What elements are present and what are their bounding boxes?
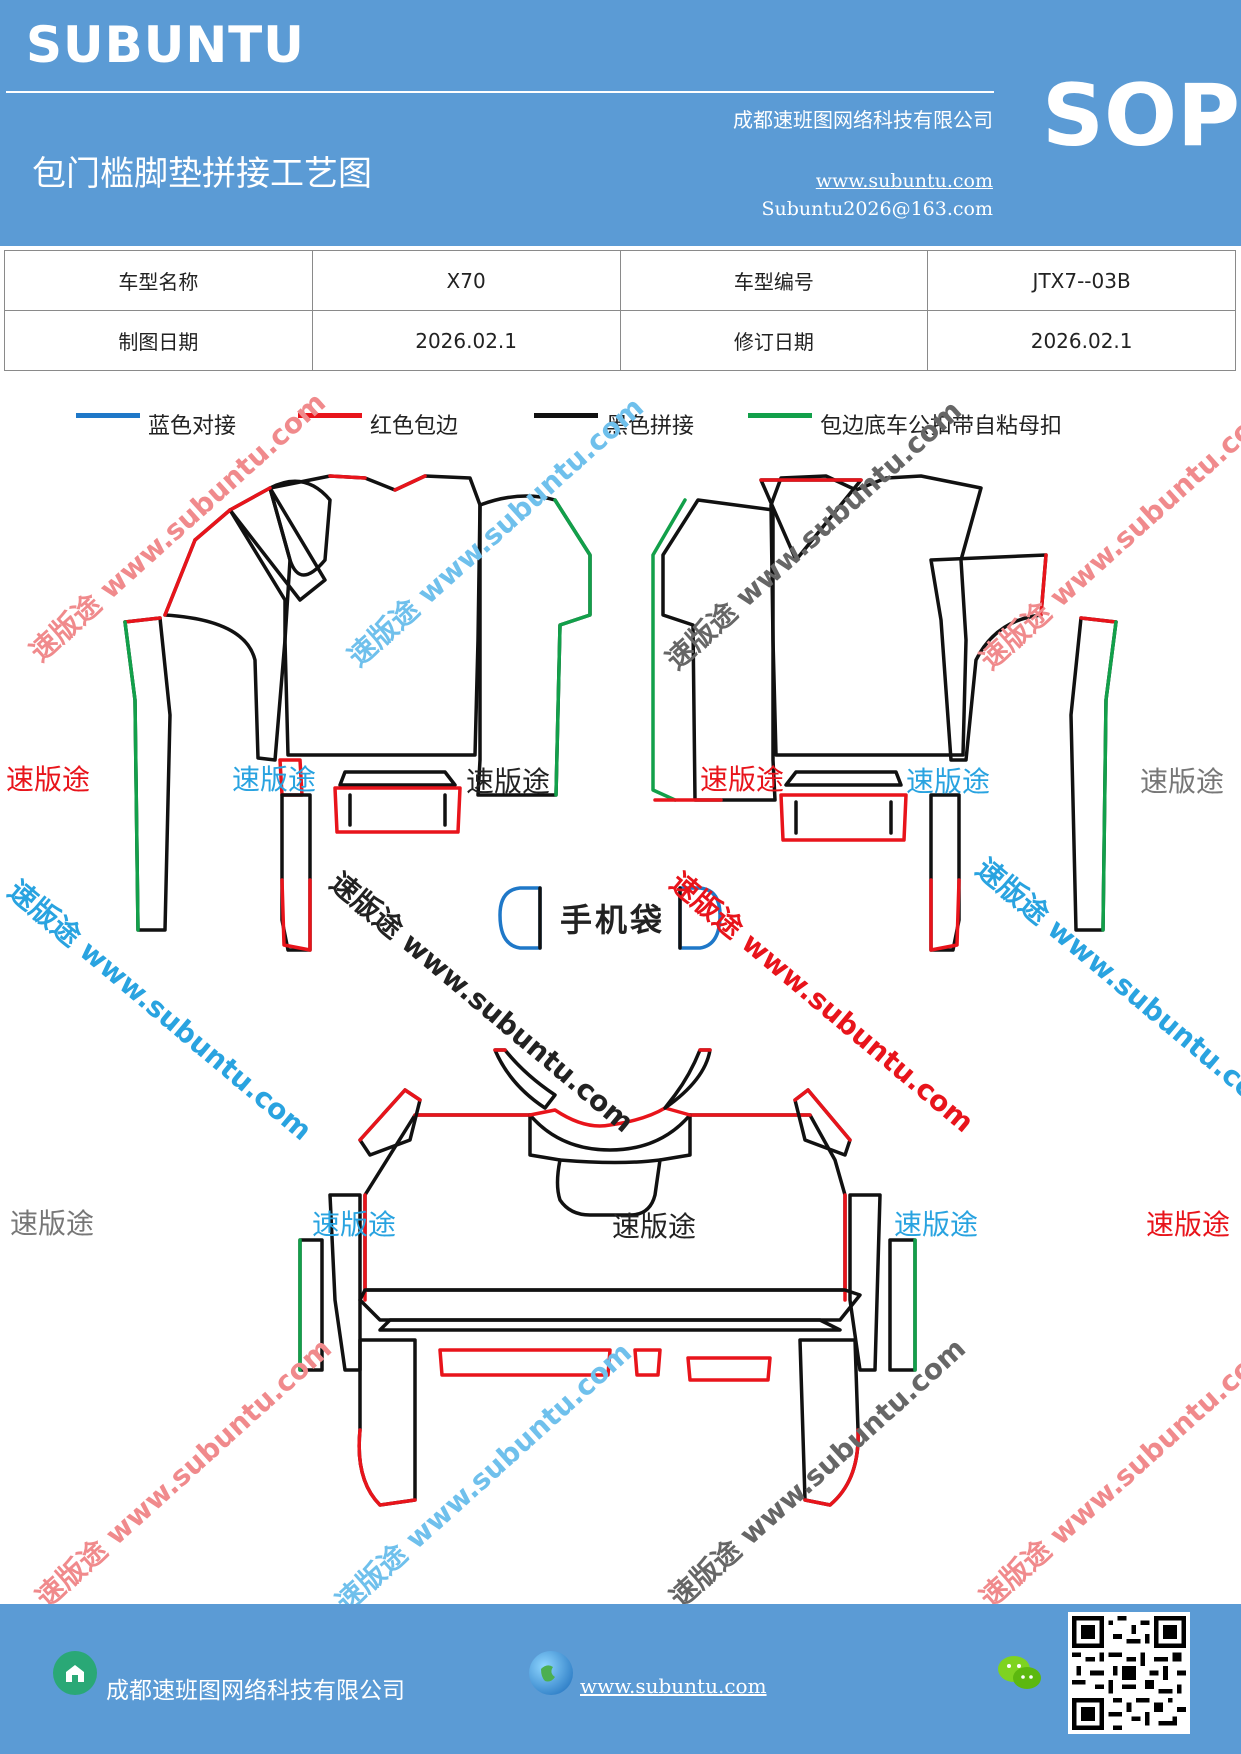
header-divider (6, 91, 994, 93)
watermark-text: 速版途 (612, 1210, 697, 1243)
phone-bag-left (498, 886, 542, 950)
left-mat-group (123, 474, 592, 952)
watermark-text: 速版途 (906, 765, 991, 798)
legend-label: 红色包边 (370, 414, 459, 439)
wechat-icon[interactable] (996, 1652, 1044, 1696)
legend-label: 包边底车公扣带自粘母扣 (820, 414, 1063, 439)
watermark-text: 速版途 (894, 1208, 979, 1241)
watermark-text: 速版途 (1146, 1208, 1231, 1241)
table-cell: 车型名称 (4, 250, 313, 311)
watermark-text: 速版途 (1140, 765, 1225, 798)
footer-company: 成都速班图网络科技有限公司 (106, 1678, 405, 1704)
legend-item-blue: 蓝色对接 (76, 400, 236, 440)
watermark-text: 速版途 (312, 1208, 397, 1241)
phone-bag-right (678, 886, 722, 950)
legend-item-red: 红色包边 (298, 400, 458, 440)
email-address: Subuntu2026@163.com (761, 198, 993, 220)
right-mat-group (651, 474, 1118, 952)
header-banner: SUBUNTU 成都速班图网络科技有限公司 包门槛脚垫拼接工艺图 www.sub… (0, 0, 1241, 246)
globe-icon (529, 1651, 573, 1695)
legend-item-green: 包边底车公扣带自粘母扣 (748, 400, 1062, 440)
watermark-text: 速版途 (10, 1207, 95, 1240)
watermark-text: 速版途 (232, 763, 317, 796)
legend-swatch (298, 412, 362, 418)
vehicle-info-table: 车型名称 X70 车型编号 JTX7--03B 制图日期 2026.02.1 修… (4, 250, 1236, 371)
mat-layout-diagram (123, 474, 1118, 1507)
legend-swatch (748, 412, 812, 418)
bottom-mat-group (298, 1048, 917, 1507)
doc-type-label: SOP (1042, 66, 1241, 166)
watermark-text: 速版途 (700, 763, 785, 796)
qr-code (1068, 1612, 1190, 1734)
table-cell: 2026.02.1 (311, 310, 621, 371)
table-row: 制图日期 2026.02.1 修订日期 2026.02.1 (4, 310, 1236, 371)
table-cell: X70 (311, 250, 621, 311)
building-icon (53, 1651, 97, 1695)
table-cell: 车型编号 (619, 250, 929, 311)
phone-bag-label: 手机袋 (560, 901, 666, 939)
website-link[interactable]: www.subuntu.com (815, 170, 993, 192)
brand-logo: SUBUNTU (26, 16, 305, 74)
legend-label: 蓝色对接 (148, 414, 237, 439)
line-legend: 蓝色对接 红色包边 黑色拼接 包边底车公扣带自粘母扣 (0, 400, 1241, 440)
document-title: 包门槛脚垫拼接工艺图 (32, 154, 372, 194)
legend-swatch (534, 412, 598, 418)
watermark-text: 速版途 (6, 763, 91, 796)
legend-swatch (76, 412, 140, 418)
watermark-text: 速版途 (466, 765, 551, 798)
table-cell: 2026.02.1 (927, 310, 1236, 371)
legend-label: 黑色拼接 (606, 414, 695, 439)
table-cell: 修订日期 (619, 310, 929, 371)
legend-item-black: 黑色拼接 (534, 400, 694, 440)
footer-website[interactable]: www.subuntu.com (580, 1674, 767, 1698)
table-cell: 制图日期 (4, 310, 313, 371)
company-name: 成都速班图网络科技有限公司 (733, 108, 993, 132)
